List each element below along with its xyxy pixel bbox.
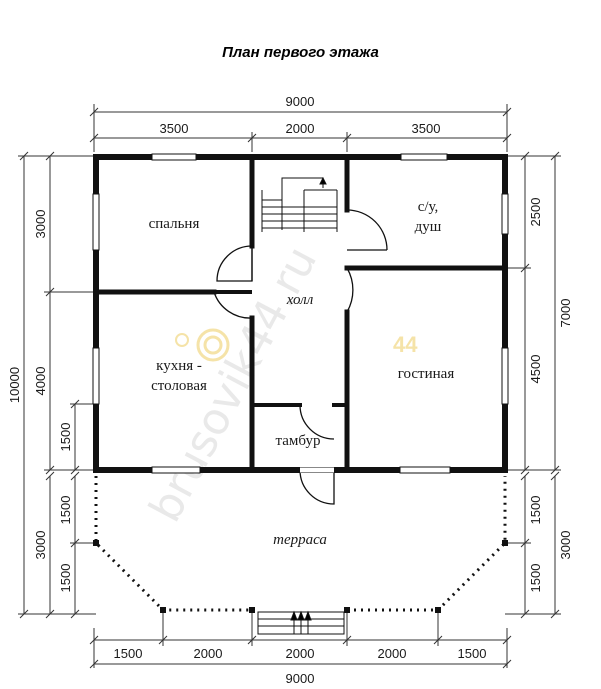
watermark-logo-icon [175, 328, 230, 362]
entrance-steps [257, 610, 345, 635]
room-bathroom-line2: душ [415, 219, 442, 235]
dim-bottom-total: 9000 [286, 671, 315, 686]
dim-left-terrace-b: 1500 [58, 564, 73, 593]
dim-bottom-5: 1500 [458, 646, 487, 661]
dim-left-terrace-a: 1500 [58, 496, 73, 525]
dim-left-mid: 4000 [33, 367, 48, 396]
room-vestibule: тамбур [276, 433, 321, 449]
dim-right-terrace-b: 1500 [528, 564, 543, 593]
dim-right-mid: 4500 [528, 355, 543, 384]
plan-title: План первого этажа [222, 44, 379, 61]
room-terrace: терраса [273, 532, 327, 548]
dim-bottom-2: 2000 [194, 646, 223, 661]
terrace-outline [93, 476, 508, 613]
dim-right-terrace-total: 3000 [558, 531, 573, 560]
dim-bottom-3: 2000 [286, 646, 315, 661]
doors [213, 209, 388, 505]
walls [93, 154, 508, 473]
dim-top-mid: 2000 [286, 121, 315, 136]
room-kitchen-line1: кухня - [156, 358, 202, 374]
dim-top-left: 3500 [160, 121, 189, 136]
dim-right-top: 2500 [528, 198, 543, 227]
room-kitchen-line2: столовая [151, 378, 207, 394]
dim-bottom-1: 1500 [114, 646, 143, 661]
staircase [261, 176, 338, 232]
dim-left-outer: 10000 [7, 367, 22, 403]
watermark-badge: 44 [393, 332, 418, 357]
dim-left-terrace-total: 3000 [33, 531, 48, 560]
windows [92, 153, 509, 474]
room-living: гостиная [398, 366, 455, 382]
room-bathroom-line1: с/у, [418, 199, 439, 215]
dim-top-total: 9000 [286, 94, 315, 109]
dim-right-terrace-a: 1500 [528, 496, 543, 525]
dim-bottom-4: 2000 [378, 646, 407, 661]
room-bedroom: спальня [149, 216, 200, 232]
dim-right-total: 7000 [558, 299, 573, 328]
dim-top-right: 3500 [412, 121, 441, 136]
room-hall: холл [286, 292, 314, 308]
dimension-lines [18, 104, 561, 669]
dim-left-top: 3000 [33, 210, 48, 239]
dim-left-low: 1500 [58, 423, 73, 452]
